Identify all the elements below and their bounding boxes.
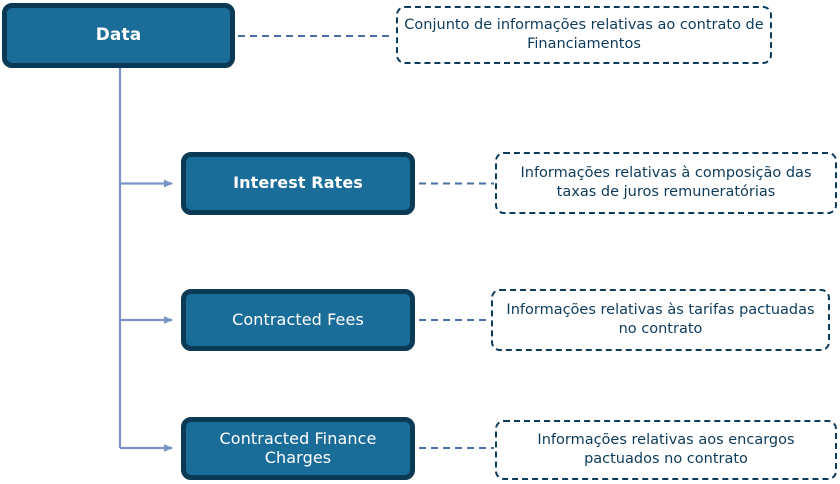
note-contracted-fees: Informações relativas às tarifas pactuad… xyxy=(491,289,830,351)
node-data[interactable]: Data xyxy=(2,3,235,68)
note-contracted-finance-charges: Informações relativas aos encargos pactu… xyxy=(495,420,837,480)
note-data: Conjunto de informações relativas ao con… xyxy=(396,6,772,64)
note-contracted-fees-label: Informações relativas às tarifas pactuad… xyxy=(506,302,815,337)
note-contracted-finance-charges-label: Informações relativas aos encargos pactu… xyxy=(537,432,795,467)
node-contracted-finance-charges-label: Contracted Finance Charges xyxy=(219,428,377,467)
node-contracted-fees[interactable]: Contracted Fees xyxy=(181,289,415,351)
note-interest-rates: Informações relativas à composição das t… xyxy=(495,152,837,214)
node-interest-rates-label: Interest Rates xyxy=(233,173,363,193)
node-contracted-finance-charges[interactable]: Contracted Finance Charges xyxy=(181,417,415,480)
node-contracted-fees-label: Contracted Fees xyxy=(232,309,364,329)
note-data-label: Conjunto de informações relativas ao con… xyxy=(404,17,764,52)
node-data-label: Data xyxy=(95,25,142,46)
note-interest-rates-label: Informações relativas à composição das t… xyxy=(520,165,812,200)
node-interest-rates[interactable]: Interest Rates xyxy=(181,152,415,215)
